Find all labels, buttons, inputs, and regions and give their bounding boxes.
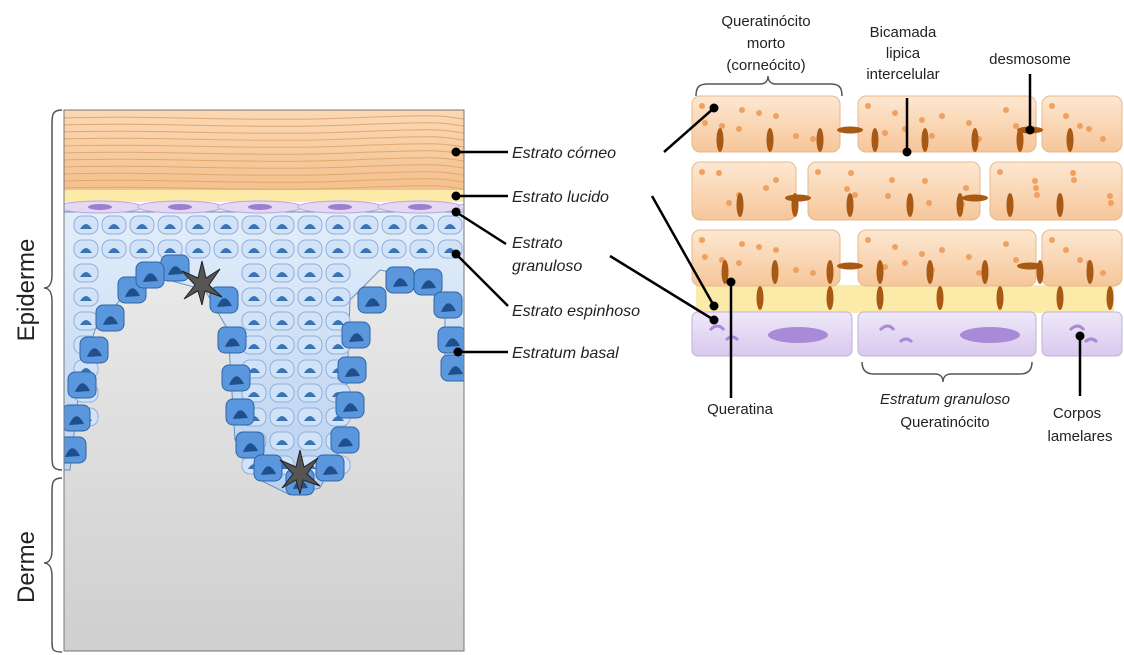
desmosome (1107, 286, 1114, 310)
label-lipid-bilayer-3: intercelular (866, 66, 939, 83)
desmosome (877, 260, 884, 284)
desmosome (757, 286, 764, 310)
desmosome (1057, 193, 1064, 217)
label-estrato-lucido: Estrato lucido (512, 189, 609, 206)
label-estrato-espinhoso: Estrato espinhoso (512, 303, 640, 320)
desmosome (922, 128, 929, 152)
label-estrato-granuloso-2: granuloso (512, 258, 582, 275)
epidermis-label: Epiderme (13, 239, 40, 342)
desmosome (1087, 260, 1094, 284)
corneocyte (692, 162, 796, 220)
dermis-label: Derme (13, 531, 40, 603)
label-estratum-basal: Estratum basal (512, 345, 619, 362)
desmosome (972, 128, 979, 152)
skin-cross-section (58, 110, 542, 651)
lucidum-layer (64, 190, 464, 202)
desmosome (837, 263, 863, 270)
label-desmosome: desmosome (989, 51, 1071, 68)
epidermis-brace (44, 110, 62, 470)
label-dead-keratinocyte-1: Queratinócito (721, 13, 810, 30)
label-lamellar-bodies-2: lamelares (1047, 428, 1112, 445)
desmosome (785, 195, 811, 202)
desmosome (877, 286, 884, 310)
label-granulosum-keratinocyte-2: Queratinócito (900, 414, 989, 431)
label-estrato-granuloso-1: Estrato (512, 235, 563, 252)
dermis-brace (44, 478, 62, 652)
label-dead-keratinocyte-2: morto (747, 35, 785, 52)
granulosum-keratinocytes (692, 312, 1122, 356)
granulosum-brace (862, 362, 1032, 382)
corneocyte (858, 230, 1036, 286)
label-granulosum-keratinocyte-1: Estratum granuloso (880, 391, 1010, 408)
desmosome (957, 193, 964, 217)
label-lamellar-bodies-1: Corpos (1053, 405, 1101, 422)
desmosome (772, 260, 779, 284)
desmosome (827, 260, 834, 284)
desmosome (717, 128, 724, 152)
desmosome (937, 286, 944, 310)
corneocyte (692, 230, 840, 286)
desmosome (927, 260, 934, 284)
label-keratin: Queratina (707, 401, 774, 418)
label-estrato-corneo: Estrato córneo (512, 145, 616, 162)
label-lipid-bilayer-1: Bicamada (870, 24, 937, 41)
desmosome (767, 128, 774, 152)
desmosome (962, 195, 988, 202)
desmosome (847, 193, 854, 217)
desmosome (872, 128, 879, 152)
desmosome (982, 260, 989, 284)
desmosome (1017, 263, 1043, 270)
corneocyte (858, 96, 1036, 152)
desmosome (737, 193, 744, 217)
desmosome (1007, 193, 1014, 217)
desmosome (1057, 286, 1064, 310)
desmosome (997, 286, 1004, 310)
desmosome (827, 286, 834, 310)
dead-keratinocyte-brace (696, 76, 842, 96)
desmosome (907, 193, 914, 217)
desmosome (837, 127, 863, 134)
label-dead-keratinocyte-3: (corneócito) (726, 57, 805, 74)
label-lipid-bilayer-2: lipica (886, 45, 921, 62)
desmosome (1067, 128, 1074, 152)
desmosome (817, 128, 824, 152)
corneocyte (808, 162, 980, 220)
